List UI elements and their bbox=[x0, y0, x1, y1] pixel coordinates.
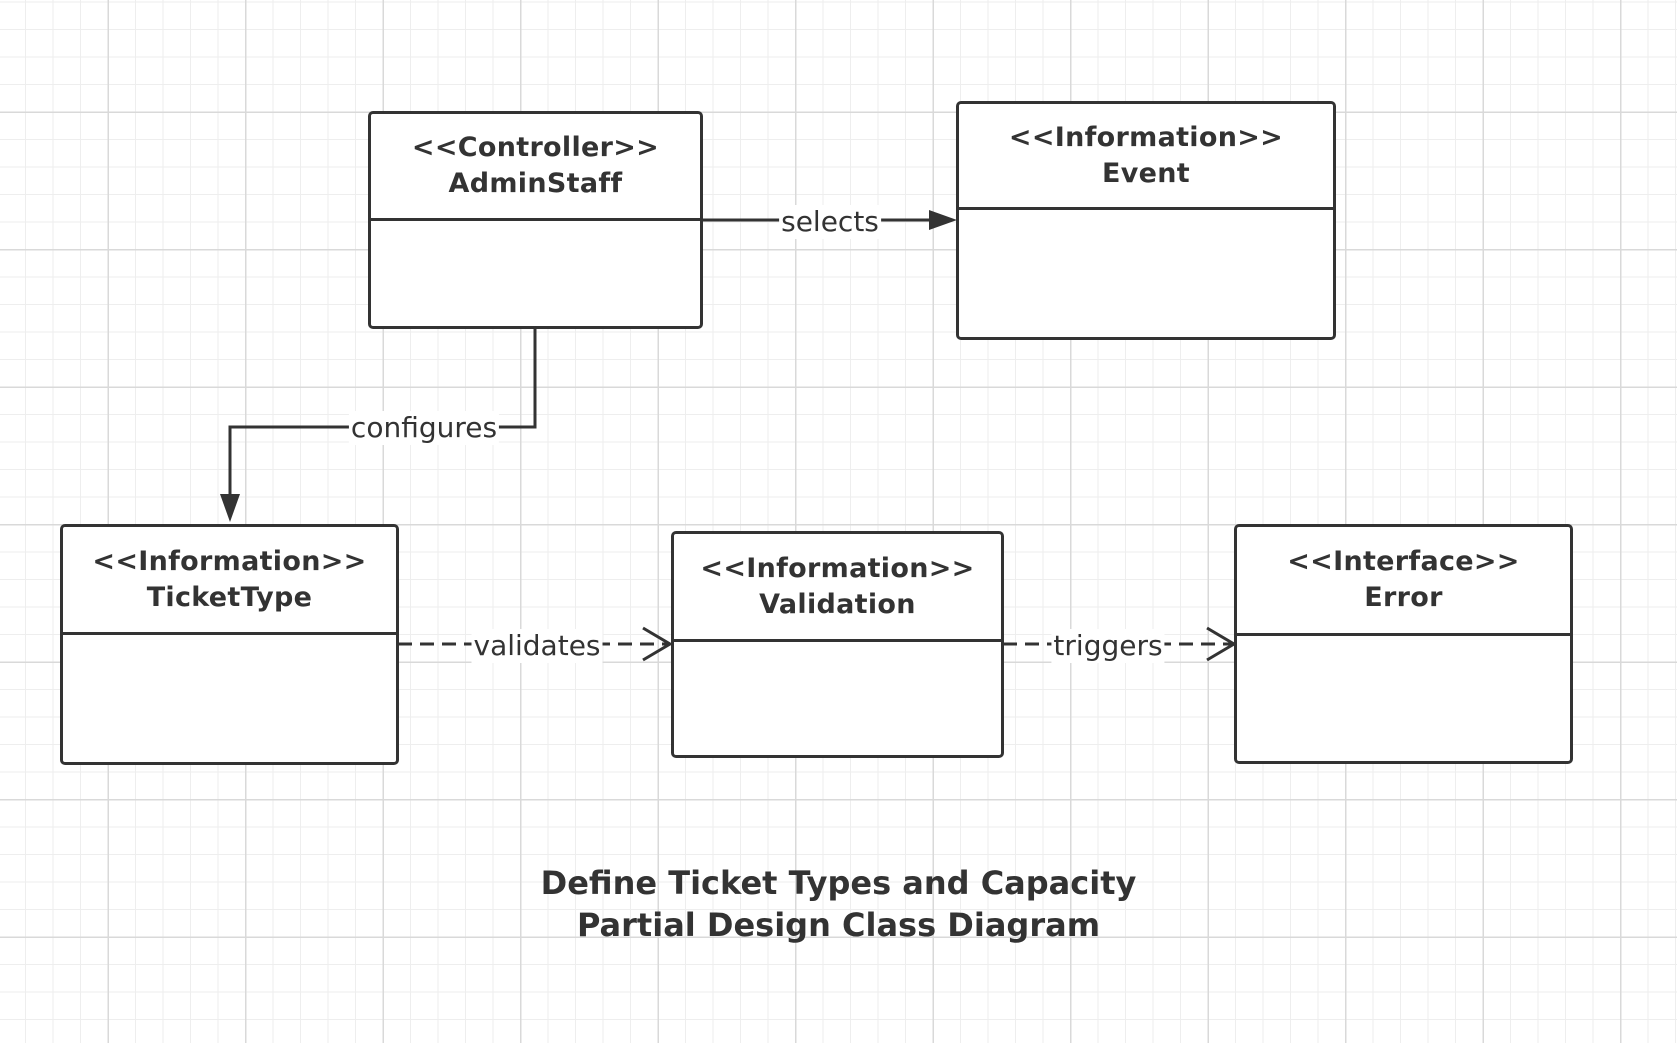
class-event-header: <<Information>> Event bbox=[959, 104, 1333, 210]
class-ticket-type-header: <<Information>> TicketType bbox=[63, 527, 396, 635]
diagram-title-line1: Define Ticket Types and Capacity bbox=[540, 864, 1137, 902]
event-name: Event bbox=[1102, 157, 1190, 189]
class-ticket-type[interactable]: <<Information>> TicketType bbox=[60, 524, 399, 765]
ticket-type-name: TicketType bbox=[146, 581, 313, 613]
class-admin-staff-header: <<Controller>> AdminStaff bbox=[371, 114, 700, 221]
ticket-type-stereotype: <<Information>> bbox=[92, 545, 367, 577]
selects-label: selects bbox=[779, 205, 881, 239]
class-validation[interactable]: <<Information>> Validation bbox=[671, 531, 1004, 758]
error-name: Error bbox=[1364, 582, 1443, 613]
validation-stereotype: <<Information>> bbox=[700, 552, 975, 584]
class-validation-header: <<Information>> Validation bbox=[674, 534, 1001, 642]
triggers-label: triggers bbox=[1051, 629, 1165, 663]
admin-staff-name: AdminStaff bbox=[448, 168, 623, 199]
configures-label: configures bbox=[348, 411, 500, 445]
error-stereotype: <<Interface>> bbox=[1287, 546, 1520, 577]
admin-staff-stereotype: <<Controller>> bbox=[411, 132, 660, 163]
class-error[interactable]: <<Interface>> Error bbox=[1234, 524, 1573, 764]
validates-arrowhead bbox=[642, 626, 673, 662]
validation-name: Validation bbox=[759, 588, 916, 620]
diagram-title-line2: Partial Design Class Diagram bbox=[576, 906, 1101, 944]
class-admin-staff[interactable]: <<Controller>> AdminStaff bbox=[368, 111, 703, 329]
validates-label: validates bbox=[471, 629, 603, 663]
diagram-title: Define Ticket Types and Capacity Partial… bbox=[0, 862, 1677, 946]
selects-arrowhead bbox=[929, 210, 957, 230]
class-error-header: <<Interface>> Error bbox=[1237, 527, 1570, 636]
event-stereotype: <<Information>> bbox=[1008, 121, 1284, 153]
configures-arrowhead bbox=[220, 494, 240, 522]
class-event[interactable]: <<Information>> Event bbox=[956, 101, 1336, 340]
